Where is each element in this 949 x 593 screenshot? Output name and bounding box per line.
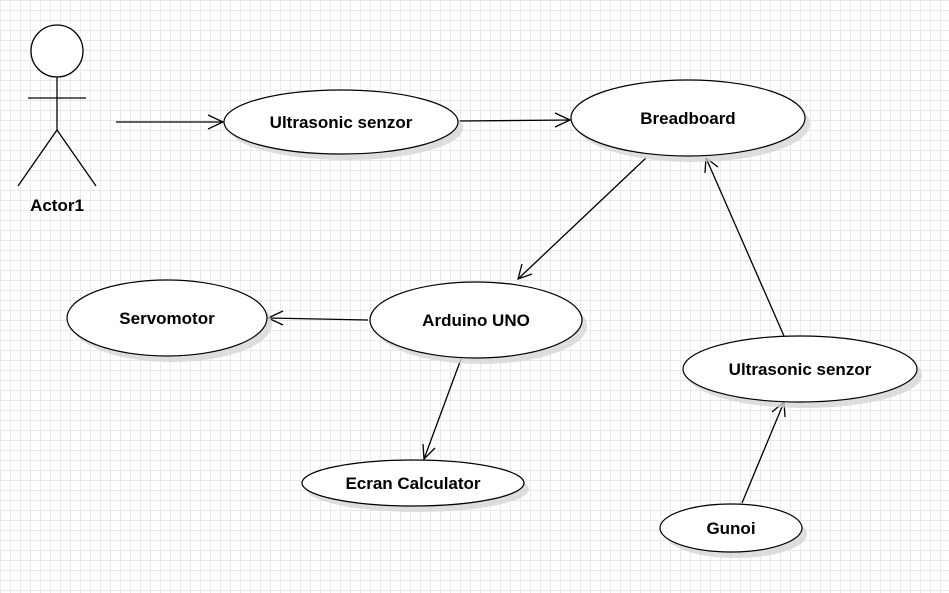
- edge-actor-to-ultrasonic: [116, 114, 225, 130]
- use-case-servomotor[interactable]: Servomotor: [66, 279, 272, 362]
- use-case-ecran-calculator[interactable]: Ecran Calculator: [301, 459, 529, 512]
- use-case-label: Arduino UNO: [422, 311, 530, 330]
- actor-right-leg: [56, 129, 97, 187]
- actor-figure[interactable]: [17, 24, 97, 187]
- edge-ultrasonic-to-breadboard-right: [704, 156, 785, 337]
- actor-head: [30, 24, 84, 78]
- use-case-label: Servomotor: [119, 309, 215, 328]
- use-case-breadboard[interactable]: Breadboard: [570, 79, 810, 162]
- use-case-arduino-uno[interactable]: Arduino UNO: [369, 281, 587, 364]
- use-case-label: Ultrasonic senzor: [729, 360, 872, 379]
- edge-ultrasonic-to-breadboard: [458, 112, 572, 128]
- edge-arduino-to-servomotor: [266, 310, 369, 326]
- use-case-ultrasonic-right[interactable]: Ultrasonic senzor: [682, 335, 922, 408]
- use-case-label: Ecran Calculator: [345, 474, 480, 493]
- edge-gunoi-to-ultrasonic: [741, 400, 786, 504]
- use-case-gunoi[interactable]: Gunoi: [659, 503, 807, 558]
- use-case-ultrasonic-top[interactable]: Ultrasonic senzor: [223, 89, 463, 160]
- use-case-label: Breadboard: [640, 109, 735, 128]
- actor-label: Actor1: [30, 196, 84, 215]
- actor-left-leg: [17, 129, 58, 187]
- use-case-label: Gunoi: [706, 519, 755, 538]
- edge-breadboard-to-arduino: [517, 157, 647, 281]
- use-case-label: Ultrasonic senzor: [270, 113, 413, 132]
- edge-arduino-to-ecran: [422, 358, 462, 461]
